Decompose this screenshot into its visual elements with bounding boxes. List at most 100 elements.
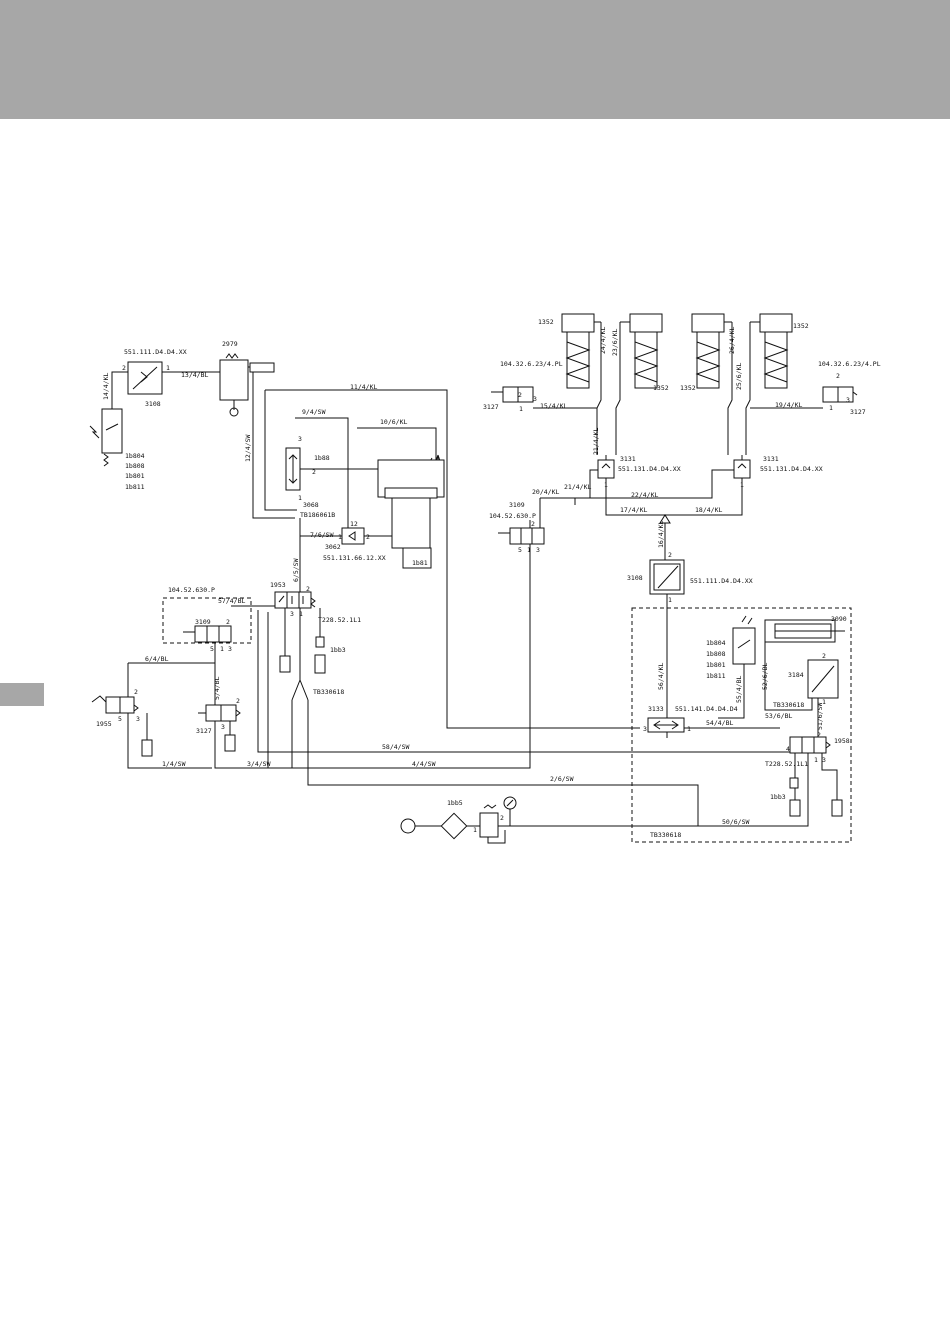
label-5-4-bl: 5/4/BL xyxy=(213,676,221,700)
valve-3131b xyxy=(733,459,751,479)
label-3108a: 3108 xyxy=(145,400,161,408)
label-3127c: 3127 xyxy=(850,408,866,416)
port-num: 5 xyxy=(518,546,522,554)
label-3062: 3062 xyxy=(325,543,341,551)
port-num: 1 xyxy=(220,645,224,653)
port-num: 3 xyxy=(536,546,540,554)
port-num: 2 xyxy=(226,618,230,626)
port-num: 3 xyxy=(136,715,140,723)
label-25-6-kl: 25/6/KL xyxy=(735,363,743,390)
label-23-6-kl: 23/6/KL xyxy=(611,329,619,356)
cylinder-1b81 xyxy=(377,459,445,569)
valve-3127a xyxy=(198,704,241,722)
label-3184: 3184 xyxy=(788,671,804,679)
label-1bb3a: 1bb3 xyxy=(330,646,346,654)
valve-3109a xyxy=(183,625,232,643)
label-1b811b: 1b811 xyxy=(706,672,726,680)
page-header-band xyxy=(0,0,950,119)
label-3068: 3068 xyxy=(303,501,319,509)
label-3131b: 3131 xyxy=(763,455,779,463)
label-1953: 1953 xyxy=(270,581,286,589)
port-num: 2 xyxy=(531,520,535,528)
label-1b801b: 1b801 xyxy=(706,661,726,669)
label-19-4-kl: 19/4/KL xyxy=(775,401,802,409)
port-num: 12 xyxy=(350,520,358,528)
valve-1955 xyxy=(91,695,139,714)
port-num: 3 xyxy=(221,723,225,731)
label-tb330c: TB330618 xyxy=(650,831,681,839)
label-1b808a: 1b808 xyxy=(125,462,145,470)
label-7-6-sw: 7/6/SW xyxy=(310,531,334,539)
pressure-switch-left xyxy=(89,408,123,467)
label-551-111b: 551.111.D4.D4.XX xyxy=(690,577,753,585)
label-1b804a: 1b804 xyxy=(125,452,145,460)
label-1b811a: 1b811 xyxy=(125,483,145,491)
port-num: 2 xyxy=(366,533,370,541)
cylinder-2979 xyxy=(219,353,275,417)
port-num: 2 xyxy=(134,688,138,696)
label-t228a: T228.52.1L1 xyxy=(318,616,361,624)
muffler-left-2 xyxy=(314,608,326,674)
valve-1958 xyxy=(789,736,831,754)
label-3109b: 3109 xyxy=(509,501,525,509)
label-1955: 1955 xyxy=(96,720,112,728)
speed-valve-3108a xyxy=(127,361,163,395)
label-3-4-sw: 3/4/SW xyxy=(247,760,271,768)
label-21-4-kl-b: 21/4/KL xyxy=(564,483,591,491)
port-num: 5 xyxy=(210,645,214,653)
label-1b804b: 1b804 xyxy=(706,639,726,647)
label-1352a: 1352 xyxy=(538,318,554,326)
port-num: 1 xyxy=(299,610,303,618)
label-53-6-bl: 53/6/BL xyxy=(765,712,792,720)
label-2-6-sw: 2/6/SW xyxy=(550,775,574,783)
cylinder-1352d xyxy=(759,313,793,389)
label-2979: 2979 xyxy=(222,340,238,348)
label-551-111a: 551.111.D4.D4.XX xyxy=(124,348,187,356)
label-1bb5: 1bb5 xyxy=(447,799,463,807)
label-3090: 3090 xyxy=(831,615,847,623)
port-num: 2 xyxy=(668,551,672,559)
label-1-4-sw: 1/4/SW xyxy=(162,760,186,768)
port-num: 1 xyxy=(338,533,342,541)
label-6-4-bl: 6/4/BL xyxy=(145,655,169,663)
label-1352b: 1352 xyxy=(653,384,669,392)
port-num: 1 xyxy=(668,596,672,604)
port-num: 1 xyxy=(687,725,691,733)
label-9-4-sw: 9/4/SW xyxy=(302,408,326,416)
port-num: 2 xyxy=(518,391,522,399)
label-104-pl-a: 104.32.6.23/4.PL xyxy=(500,360,563,368)
port-num: 2 xyxy=(822,652,826,660)
label-104-p-b: 104.52.630.P xyxy=(489,512,536,520)
port-num: 2 xyxy=(836,372,840,380)
port-num: 5 xyxy=(118,715,122,723)
port-num: 2 xyxy=(500,814,504,822)
port-num: 3 xyxy=(533,395,537,403)
valve-3127b xyxy=(491,386,534,403)
label-1bb3b: 1bb3 xyxy=(770,793,786,801)
label-104-p-a: 104.52.630.P xyxy=(168,586,215,594)
port-num: 3 xyxy=(822,756,826,764)
label-13-4-bl: 13/4/BL xyxy=(181,371,208,379)
port-num: 1 xyxy=(604,481,608,489)
label-1958: 1958 xyxy=(834,737,850,745)
cylinder-1b88 xyxy=(285,447,301,491)
muffler-right-1 xyxy=(789,753,801,817)
port-num: 1 xyxy=(822,698,826,706)
label-104-pl-b: 104.32.6.23/4.PL xyxy=(818,360,881,368)
cylinder-1352b xyxy=(629,313,663,389)
port-num: 2 xyxy=(312,468,316,476)
label-18-4-kl: 18/4/KL xyxy=(695,506,722,514)
label-10-6-kl: 10/6/KL xyxy=(380,418,407,426)
port-num: 3 xyxy=(290,610,294,618)
label-3131a: 3131 xyxy=(620,455,636,463)
label-12-4-sw: 12/4/SW xyxy=(244,435,252,462)
port-num: 1 xyxy=(166,364,170,372)
speed-valve-3108b xyxy=(649,559,685,595)
label-551-13a: 551.131.D4.D4.XX xyxy=(618,465,681,473)
label-3127a: 3127 xyxy=(196,727,212,735)
label-551-13b: 551.131.D4.D4.XX xyxy=(760,465,823,473)
label-t228b: T228.52.1L1 xyxy=(765,760,808,768)
port-num: 2 xyxy=(122,364,126,372)
label-551-131-6: 551.131.66.12.XX xyxy=(323,554,386,562)
